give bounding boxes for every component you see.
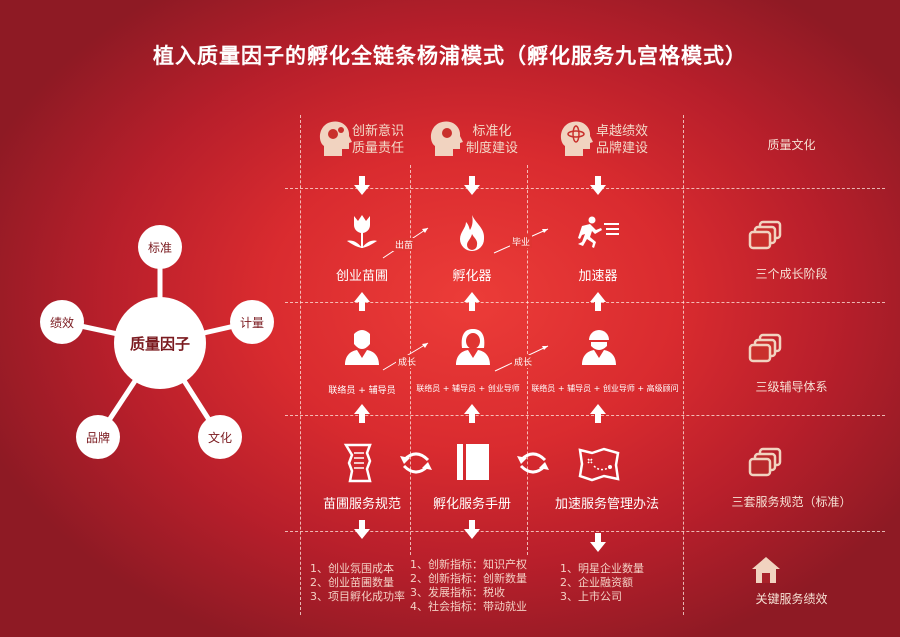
home-icon [752,557,780,583]
stage-nursery: 创业苗圃 [335,269,389,284]
mentor-team-1: 联络员 + 辅导员 [328,386,396,396]
stage-accelerator: 加速器 [578,269,618,284]
norm-incubator: 孵化服务手册 [432,497,512,512]
norm-nursery: 苗圃服务规范 [322,497,402,512]
chat-bubbles-icon [748,220,782,250]
cycle-arrows-icon[interactable] [398,450,434,476]
female-user-icon [456,329,490,365]
grid-line [285,302,885,303]
scroll-document-icon [343,443,372,483]
head-bulb-icon [430,121,463,156]
cycle-arrows-icon[interactable] [515,450,551,476]
star-node-measurement: 计量 [230,300,274,344]
top-text-2: 标准化制度建设 [465,124,519,156]
helmet-user-icon [582,330,616,365]
running-man-icon [578,216,619,248]
fire-icon [460,215,485,251]
right-label-growth-stages: 三个成长阶段 [755,267,828,281]
sprout-flower-icon [347,215,377,248]
handbook-icon [457,444,489,480]
head-gears-icon [319,121,352,156]
link-label: 成长 [511,355,535,368]
mentor-team-3: 联络员 + 辅导员 + 创业导师 + 高级顾问 [531,384,679,393]
right-label-mentoring-system: 三级辅导体系 [755,380,828,394]
link-label: 毕业 [509,235,533,248]
star-node-performance: 绩效 [40,300,84,344]
chat-bubbles-icon [748,333,782,363]
star-node-culture: 文化 [198,415,242,459]
link-label: 出苗 [392,238,416,251]
page-title: 植入质量因子的孵化全链条杨浦模式（孵化服务九宫格模式） [153,44,747,68]
star-center: 质量因子 [114,297,206,389]
grid-line [285,531,885,532]
grid-line [300,115,301,615]
star-node-brand: 品牌 [76,415,120,459]
norm-accelerator: 加速服务管理办法 [554,497,660,512]
link-label: 成长 [395,355,419,368]
grid-line [285,415,885,416]
star-node-standard: 标准 [138,225,182,269]
head-atom-icon [560,121,593,156]
mentor-team-2: 联络员 + 辅导员 + 创业导师 [416,384,520,393]
top-text-3: 卓越绩效品牌建设 [595,124,649,156]
right-label-service-norms: 三套服务规范（标准） [731,495,852,509]
grid-line [285,188,885,189]
male-user-icon [345,330,379,365]
stage-incubator: 孵化器 [452,269,492,284]
right-label-key-performance: 关键服务绩效 [755,592,828,606]
grid-line [683,115,684,615]
right-label-quality-culture: 质量文化 [767,138,816,152]
chat-bubbles-icon [748,447,782,477]
top-text-1: 创新意识质量责任 [351,124,405,156]
treasure-map-icon [578,447,620,482]
